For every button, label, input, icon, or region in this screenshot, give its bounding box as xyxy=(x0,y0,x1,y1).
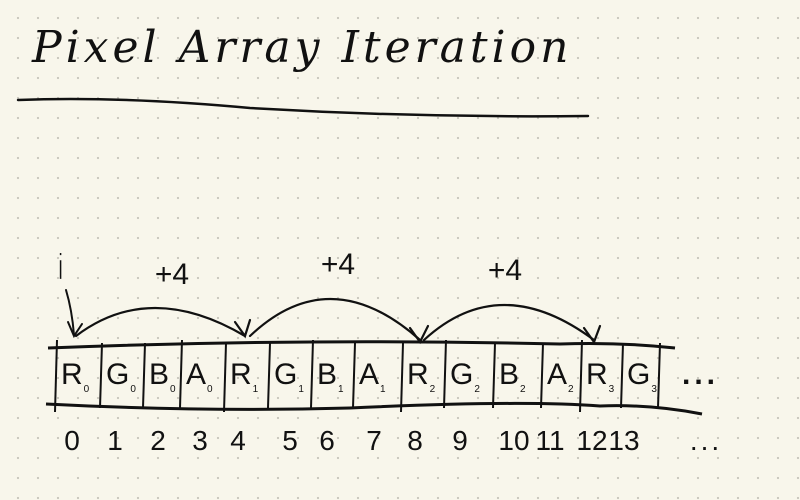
cell-divider xyxy=(179,339,183,409)
cell-divider xyxy=(400,342,404,413)
cell-r3: R3 xyxy=(586,358,614,395)
cell-dividers xyxy=(54,339,661,413)
pixel-number: 1 xyxy=(380,384,386,395)
pixel-number: 2 xyxy=(520,384,526,395)
cell-g0: G0 xyxy=(106,358,136,395)
pixel-number: 2 xyxy=(568,384,574,395)
pixel-number: 0 xyxy=(207,384,213,395)
index-label: 3 xyxy=(192,425,208,456)
cell-divider xyxy=(54,339,58,413)
channel-letter: G xyxy=(450,358,474,391)
channel-letter: B xyxy=(499,358,520,391)
channel-letter: A xyxy=(359,358,380,391)
index-label: 11 xyxy=(535,425,565,456)
cell-r0: R0 xyxy=(61,358,89,395)
pixel-number: 2 xyxy=(474,384,480,395)
cell-divider xyxy=(99,342,103,409)
cell-divider xyxy=(492,342,496,409)
cell-divider xyxy=(540,342,544,409)
pixel-number: 0 xyxy=(130,384,136,395)
index-label: 12 xyxy=(576,425,608,456)
step-label: +4 xyxy=(154,258,190,291)
array-bottom-border xyxy=(45,401,703,416)
cell-b1: B1 xyxy=(317,358,344,395)
cell-divider xyxy=(352,342,356,409)
pixel-number: 1 xyxy=(252,384,259,395)
channel-letter: R xyxy=(586,358,608,391)
pixel-number: 3 xyxy=(608,384,615,395)
channel-letter: R xyxy=(61,358,83,391)
cell-g1: G1 xyxy=(274,358,304,395)
channel-letter: R xyxy=(230,358,252,391)
diagram-title: Pixel Array Iteration xyxy=(32,22,573,73)
index-ellipsis: ... xyxy=(689,425,723,456)
channel-letter: G xyxy=(274,358,298,391)
pixel-number: 3 xyxy=(651,384,657,395)
index-label: 7 xyxy=(366,425,382,456)
cell-divider xyxy=(310,339,314,409)
title-underline xyxy=(16,97,590,118)
cell-divider xyxy=(142,342,146,409)
pixel-number: 0 xyxy=(170,384,176,395)
index-label: 8 xyxy=(407,425,423,456)
cell-divider xyxy=(620,342,624,409)
pixel-number: 1 xyxy=(298,384,304,395)
jump-arrows xyxy=(74,297,602,345)
i-arrow xyxy=(65,289,83,339)
array-top-border xyxy=(47,340,676,350)
cell-a1: A1 xyxy=(359,358,386,395)
array-ellipsis: ... xyxy=(682,358,720,391)
cell-divider xyxy=(579,339,583,413)
step-label: +4 xyxy=(487,254,523,287)
index-label: 6 xyxy=(319,425,335,456)
pixel-number: 2 xyxy=(429,384,436,395)
cell-r2: R2 xyxy=(407,358,435,395)
channel-letter: B xyxy=(149,358,170,391)
channel-letter: A xyxy=(186,358,207,391)
index-label: 5 xyxy=(282,425,298,456)
index-label: 4 xyxy=(230,425,246,456)
cell-a2: A2 xyxy=(547,358,574,395)
step-label: +4 xyxy=(320,248,356,281)
index-label: 13 xyxy=(608,425,640,456)
cell-b0: B0 xyxy=(149,358,176,395)
channel-letter: G xyxy=(106,358,130,391)
index-label: 1 xyxy=(107,425,123,456)
cell-a0: A0 xyxy=(186,358,213,395)
index-label: 0 xyxy=(64,425,80,456)
channel-letter: G xyxy=(627,358,651,391)
channel-letter: B xyxy=(317,358,338,391)
cell-divider xyxy=(223,342,227,413)
cell-g3: G3 xyxy=(627,358,657,395)
cell-divider xyxy=(657,342,661,409)
pixel-number: 1 xyxy=(338,384,344,395)
index-label: 10 xyxy=(498,425,530,456)
cell-r1: R1 xyxy=(230,358,258,395)
index-label: 2 xyxy=(150,425,166,456)
channel-letter: A xyxy=(547,358,568,391)
cell-b2: B2 xyxy=(499,358,526,395)
cell-divider xyxy=(443,339,447,409)
pixel-number: 0 xyxy=(83,384,90,395)
cell-g2: G2 xyxy=(450,358,480,395)
iterator-label: i xyxy=(56,248,66,288)
index-label: 9 xyxy=(452,425,468,456)
channel-letter: R xyxy=(407,358,429,391)
cell-divider xyxy=(267,342,271,409)
